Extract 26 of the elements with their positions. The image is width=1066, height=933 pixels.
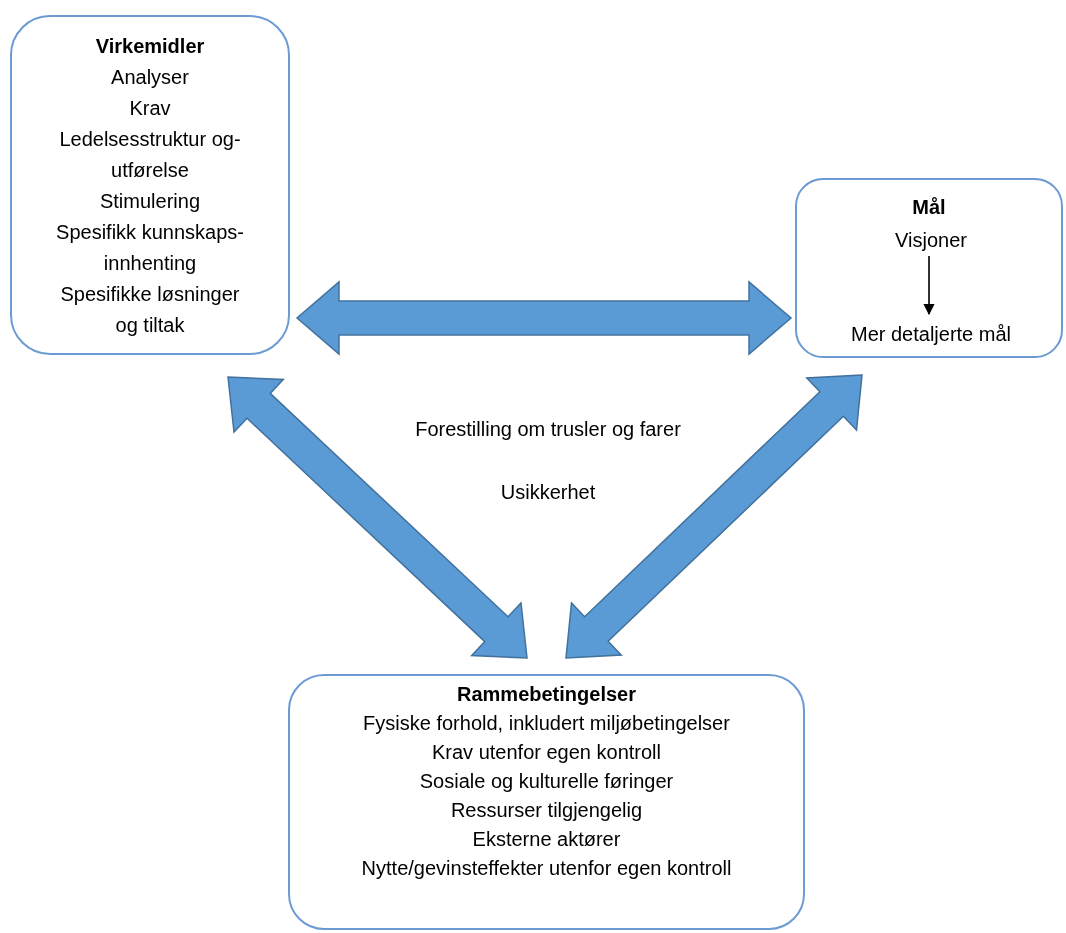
double-arrow	[295, 280, 793, 356]
double-arrow	[565, 374, 863, 659]
rounded-box	[288, 674, 805, 930]
box-item: Krav	[129, 96, 171, 121]
box-heading: Virkemidler	[95, 34, 205, 59]
box-item: Sosiale og kulturelle føringer	[419, 769, 674, 794]
box-item: Ressurser tilgjengelig	[450, 798, 643, 823]
box-heading: Mål	[912, 195, 946, 220]
box-item: Stimulering	[99, 189, 200, 214]
rounded-box	[795, 178, 1063, 358]
floating-label: Usikkerhet	[499, 480, 597, 505]
box-item: Krav utenfor egen kontroll	[432, 740, 661, 765]
box-item: Ledelsesstruktur og- utførelse	[58, 127, 242, 183]
box-item: Nytte/gevinsteffekter utenfor egen kontroll	[361, 856, 732, 881]
box-item: Spesifikke løsninger og tiltak	[59, 282, 241, 338]
node-text: Visjoner	[881, 226, 981, 254]
arrow	[923, 255, 935, 316]
double-arrow	[227, 376, 528, 659]
box-item: Eksterne aktører	[472, 827, 621, 852]
floating-label: Forestilling om trusler og farer	[414, 417, 682, 442]
box-item: Fysiske forhold, inkludert miljøbetingelser	[363, 711, 730, 736]
rounded-box	[10, 15, 290, 355]
box-item: Analyser	[111, 65, 189, 90]
box-item: Spesifikk kunnskaps-innhenting	[55, 220, 245, 276]
box-heading: Rammebetingelser	[457, 682, 636, 707]
node-text: Mer detaljerte mål	[831, 320, 1031, 348]
